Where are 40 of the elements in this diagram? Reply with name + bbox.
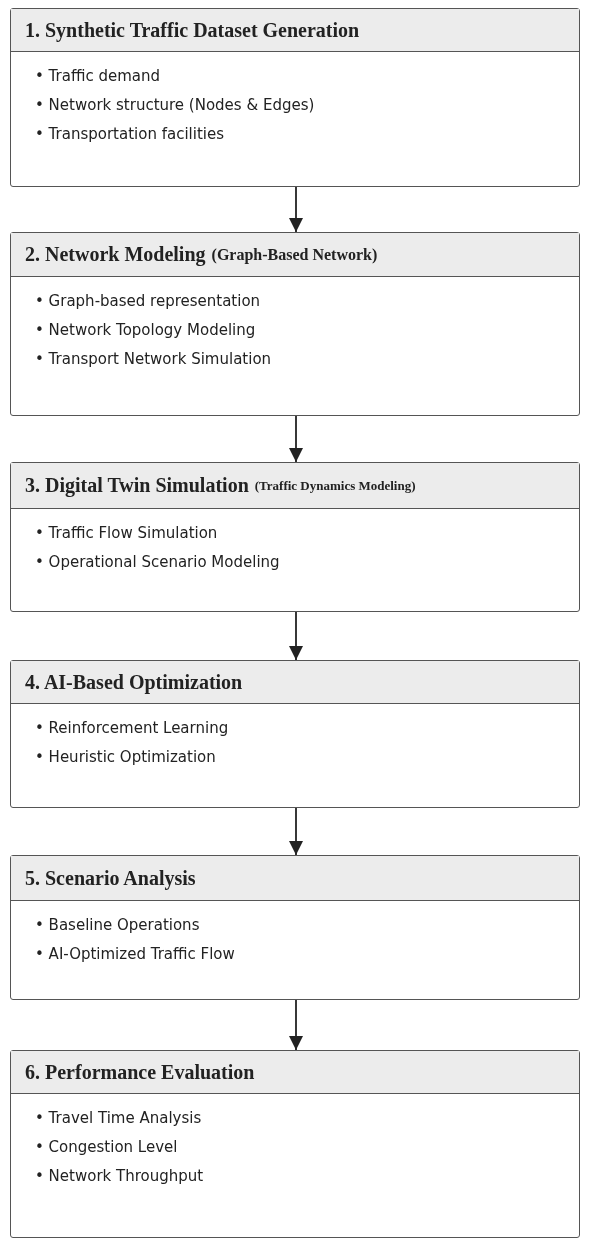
heading-subtitle: (Graph-Based Network)	[211, 245, 378, 264]
header-band	[11, 233, 579, 277]
process-box	[10, 855, 580, 1000]
header-band	[11, 9, 579, 52]
bullet-text: • Transport Network Simulation	[35, 349, 272, 369]
process-box	[10, 660, 580, 808]
step-heading: 1. Synthetic Traffic Dataset Generation	[25, 18, 360, 42]
bullet-text: • Network structure (Nodes & Edges)	[35, 95, 315, 115]
header-band	[11, 856, 579, 901]
bullet-text: • Operational Scenario Modeling	[35, 552, 280, 572]
bullet-text: • Congestion Level	[35, 1137, 178, 1157]
process-box	[10, 462, 580, 612]
process-box	[10, 1050, 580, 1238]
bullet-text: • Transportation facilities	[35, 124, 224, 144]
header-band	[11, 661, 579, 704]
process-box	[10, 232, 580, 416]
bullet-text: • Traffic demand	[35, 66, 161, 86]
bullet-text: • Heuristic Optimization	[35, 747, 216, 767]
header-band	[11, 1051, 579, 1094]
bullet-text: • Graph-based representation	[35, 291, 261, 311]
arrow	[289, 415, 303, 463]
heading-subtitle: (Traffic Dynamics Modeling)	[254, 477, 416, 494]
bullet-text: • Network Topology Modeling	[35, 320, 256, 340]
arrow	[289, 186, 303, 233]
process-box	[10, 8, 580, 187]
step-heading: 3. Digital Twin Simulation	[25, 474, 249, 497]
bullet-text: • Travel Time Analysis	[35, 1108, 202, 1128]
bullet-text: • Network Throughput	[35, 1166, 204, 1186]
step-heading: 5. Scenario Analysis	[25, 866, 196, 890]
bullet-text: • Reinforcement Learning	[35, 718, 229, 738]
bullet-text: • Baseline Operations	[35, 915, 200, 935]
bullet-text: • Traffic Flow Simulation	[35, 523, 218, 543]
bullet-text: • AI-Optimized Traffic Flow	[35, 944, 235, 964]
arrow	[289, 611, 303, 661]
step-heading: 2. Network Modeling	[25, 243, 206, 266]
header-band	[11, 463, 579, 509]
step-heading: 4. AI-Based Optimization	[25, 670, 243, 694]
step-heading: 6. Performance Evaluation	[25, 1060, 255, 1084]
arrow	[289, 807, 303, 856]
arrow	[289, 999, 303, 1051]
